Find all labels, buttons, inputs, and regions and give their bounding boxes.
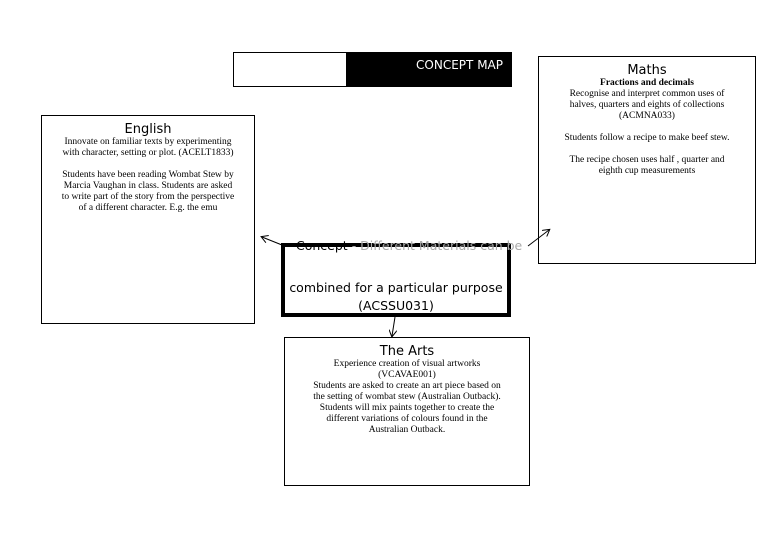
arrow-to-maths [527, 230, 549, 247]
maths-line: (ACMNA033) [619, 111, 675, 121]
maths-line: Recognise and interpret common uses of [569, 89, 725, 99]
concept-line: combined for a particular purpose [289, 280, 503, 295]
arts-line: different variations of colours found in… [326, 414, 488, 424]
maths-line: halves, quarters and eights of collectio… [569, 100, 725, 110]
arts-line: Students will mix paints together to cre… [319, 403, 495, 413]
maths-subheading: Fractions and decimals [600, 78, 694, 88]
maths-heading: Maths [627, 63, 667, 78]
arts-line: the setting of wombat stew (Australian O… [313, 392, 501, 402]
english-line: Marcia Vaughan in class. Students are as… [63, 181, 233, 191]
arts-heading: The Arts [379, 344, 435, 359]
arrow-to-arts [392, 316, 395, 336]
concept-line: (ACSSU031) [358, 298, 434, 313]
maths-line: eighth cup measurements [598, 166, 696, 176]
title-label: CONCEPT MAP [346, 53, 511, 86]
english-line: Innovate on familiar texts by experiment… [64, 137, 232, 147]
arrow-to-english [262, 237, 283, 246]
english-box: English Innovate on familiar texts by ex… [41, 115, 255, 324]
arts-line: Students are asked to create an art piec… [313, 381, 501, 391]
concept-heading-dark: Concept [296, 238, 348, 253]
english-line: to write part of the story from the pers… [61, 192, 235, 202]
english-line: Students have been reading Wombat Stew b… [62, 170, 234, 180]
english-line: with character, setting or plot. (ACELT1… [62, 148, 234, 158]
arts-box: The Arts Experience creation of visual a… [284, 337, 530, 486]
arts-line: Australian Outback. [368, 425, 446, 435]
arts-line: (VCAVAE001) [378, 370, 436, 380]
maths-box: Maths Fractions and decimals Recognise a… [538, 56, 756, 264]
arts-line: Experience creation of visual artworks [333, 359, 481, 369]
concept-box: combined for a particular purpose (ACSSU… [281, 243, 511, 317]
english-heading: English [124, 122, 172, 137]
concept-heading-faint: - Different Materials can be [351, 238, 523, 253]
maths-line: Students follow a recipe to make beef st… [564, 133, 730, 143]
concept-heading: Concept - Different Materials can be [296, 238, 522, 254]
maths-line: The recipe chosen uses half , quarter an… [569, 155, 725, 165]
english-line: of a different character. E.g. the emu [78, 203, 218, 213]
title-bar: CONCEPT MAP [233, 52, 512, 87]
